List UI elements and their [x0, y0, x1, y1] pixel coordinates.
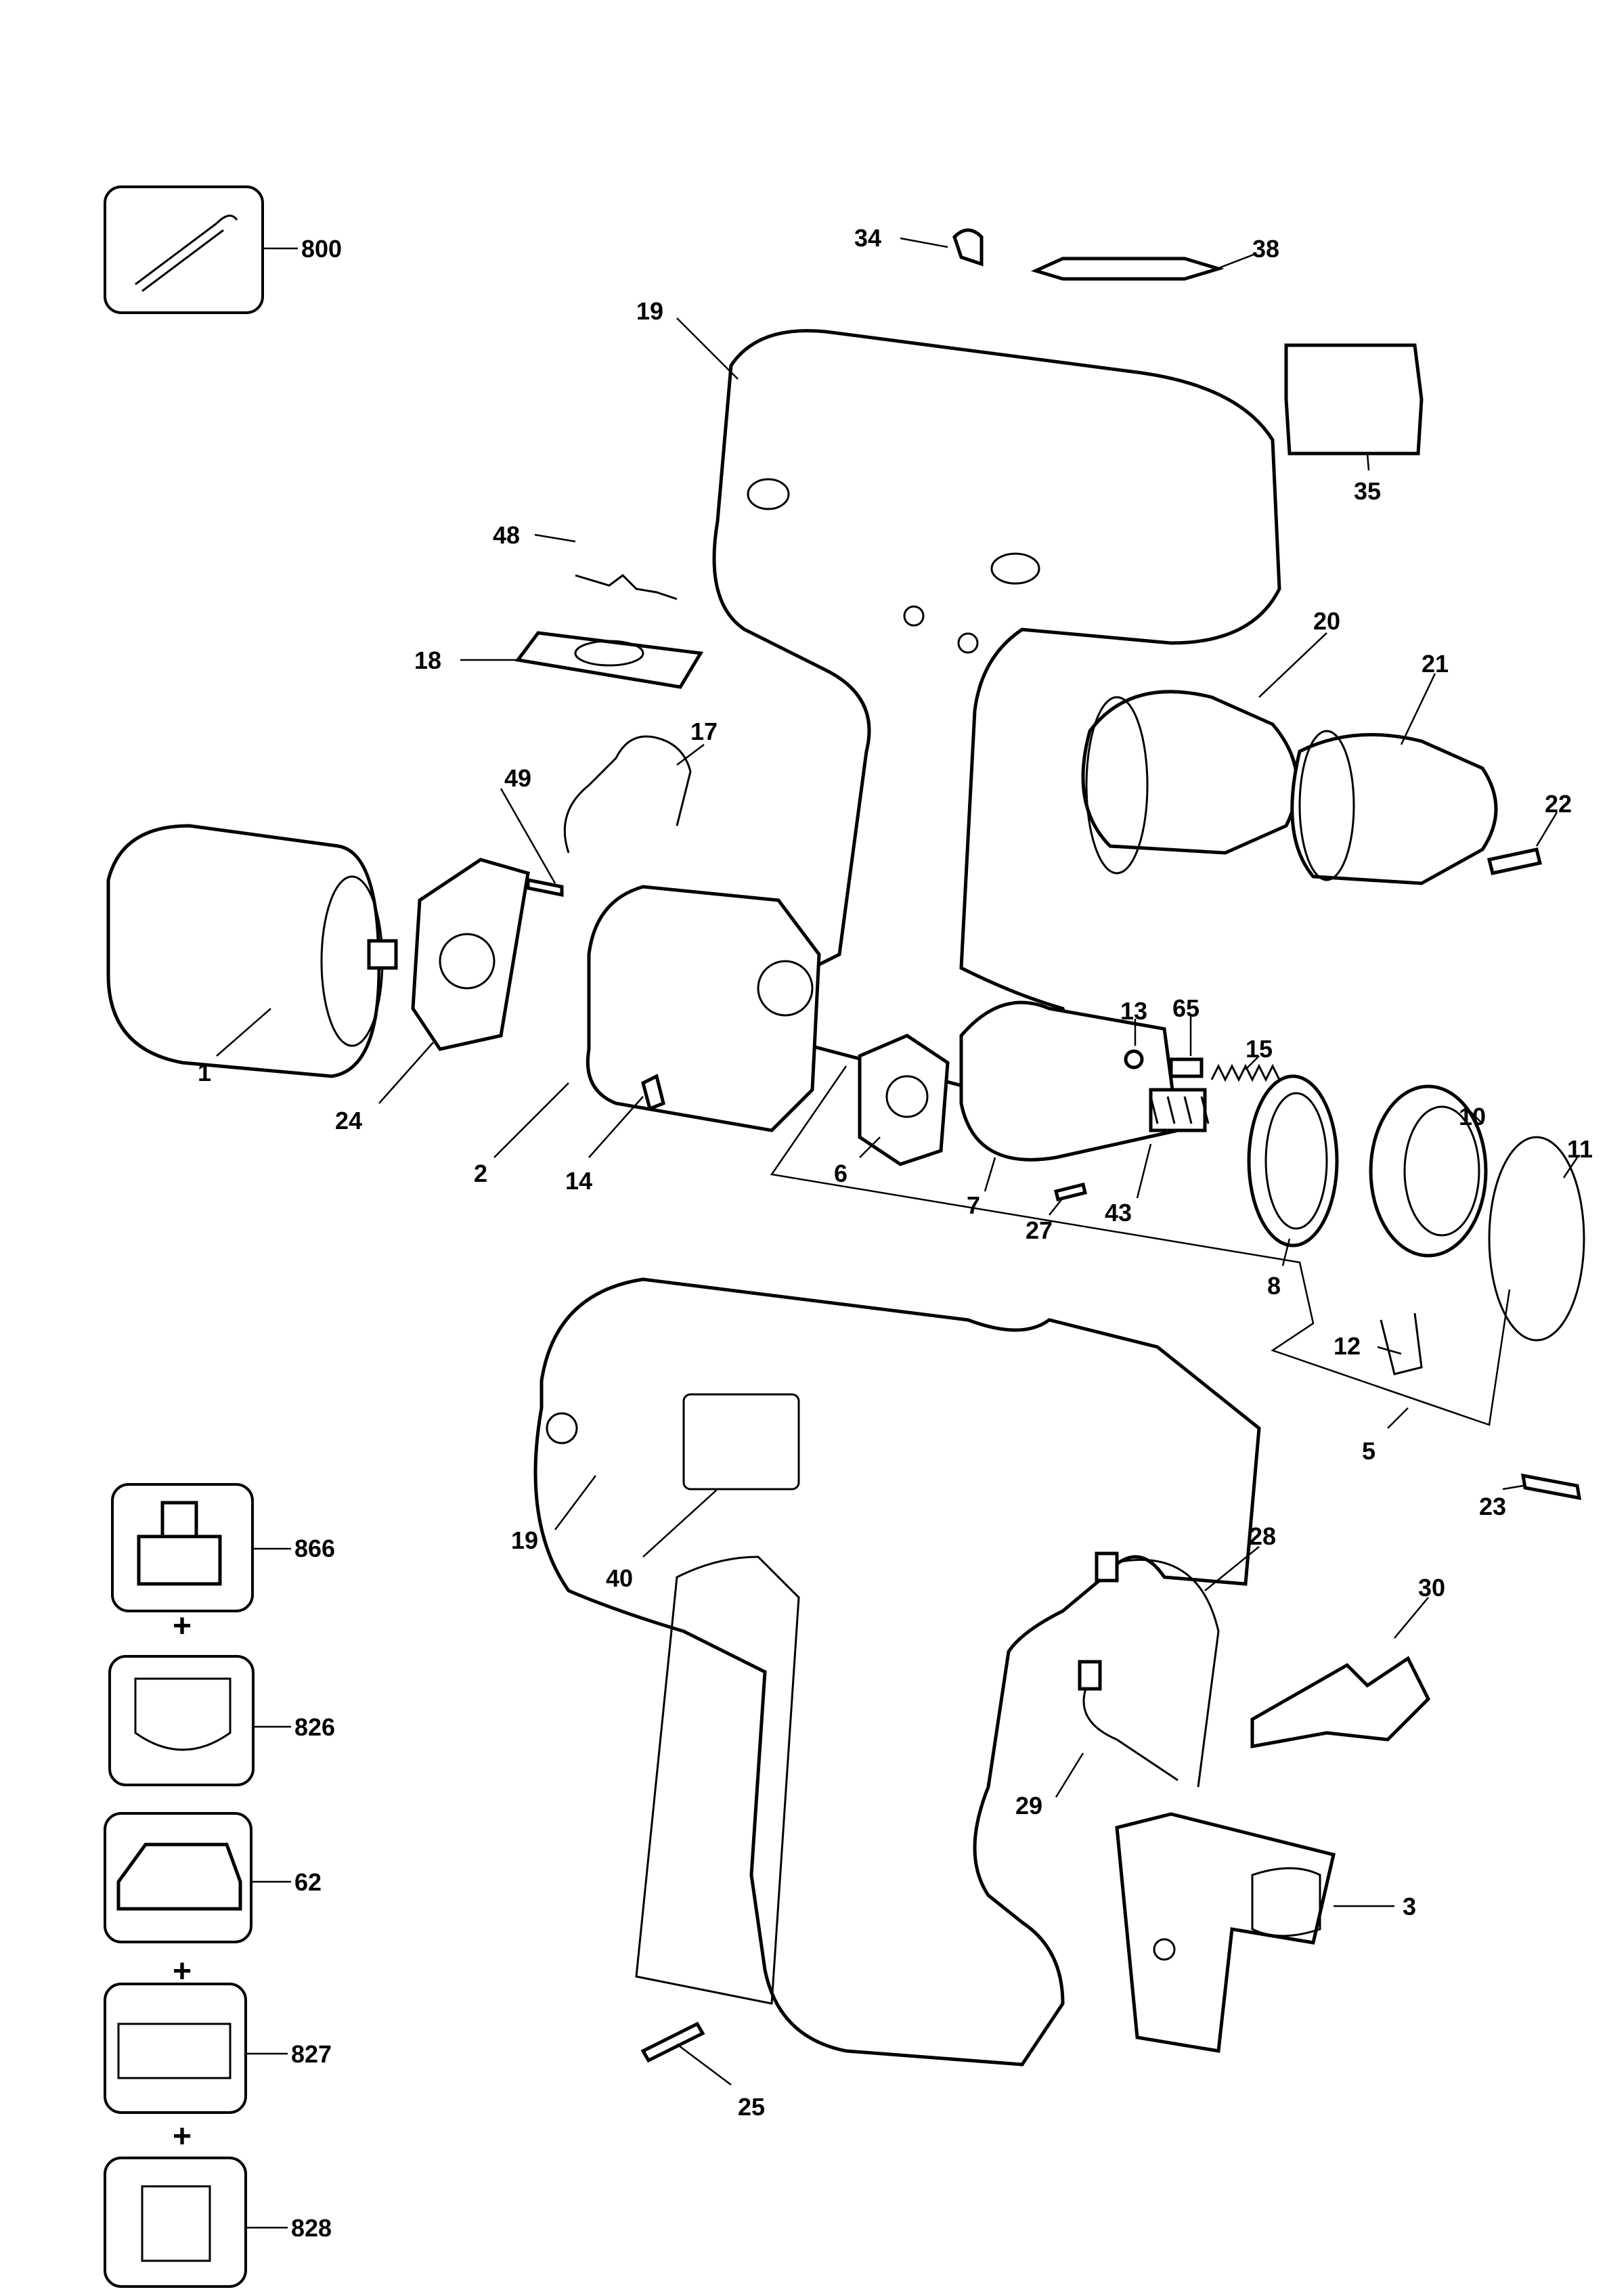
- accessory-828-box: 828: [104, 2157, 332, 2288]
- switch-3: [1115, 1812, 1336, 2053]
- screw-14: [641, 1074, 665, 1111]
- pin-65: [1169, 1057, 1204, 1078]
- callout-11: 11: [1567, 1135, 1593, 1163]
- forward-reverse-lever-30: [1250, 1656, 1431, 1748]
- callout-23: 23: [1479, 1493, 1506, 1520]
- collar-10: [1369, 1084, 1488, 1258]
- callout-5: 5: [1362, 1437, 1375, 1465]
- callout-13: 13: [1120, 997, 1147, 1025]
- callout-21: 21: [1422, 650, 1449, 678]
- callout-7: 7: [967, 1191, 980, 1219]
- battery-pack-icon: [137, 1501, 222, 1586]
- chuck-21: [1290, 732, 1498, 885]
- charger-icon: [116, 1842, 242, 1911]
- screw-27: [1053, 1182, 1088, 1202]
- callout-827: 827: [291, 2040, 332, 2068]
- warning-label-icon: [117, 2023, 232, 2079]
- wire-29-terminal: [1078, 1660, 1102, 1691]
- callout-49: 49: [504, 764, 531, 792]
- callout-30: 30: [1418, 1574, 1445, 1602]
- callout-14: 14: [565, 1167, 592, 1195]
- callout-2: 2: [474, 1160, 487, 1187]
- callout-34: 34: [854, 224, 881, 252]
- ring-11: [1488, 1136, 1585, 1342]
- callout-10: 10: [1459, 1103, 1486, 1130]
- clutch-housing-7: [959, 1000, 1180, 1162]
- spring-wire-12: [1380, 1312, 1423, 1375]
- motor-1: [106, 824, 398, 1078]
- callout-828: 828: [291, 2214, 332, 2242]
- spring-clip-17: [563, 735, 692, 854]
- callout-38: 38: [1252, 235, 1279, 263]
- wire-29: [1082, 1678, 1179, 1782]
- wire-28: [1109, 1558, 1220, 1788]
- callout-27: 27: [1026, 1216, 1053, 1244]
- callout-18: 18: [414, 646, 441, 674]
- callout-800: 800: [301, 235, 342, 263]
- callout-25: 25: [738, 2093, 765, 2121]
- callout-6: 6: [834, 1160, 847, 1187]
- screw-25: [640, 2021, 705, 2063]
- callout-8: 8: [1267, 1272, 1281, 1300]
- callout-15: 15: [1246, 1035, 1273, 1063]
- battery-label-icon: [134, 1677, 232, 1751]
- callout-19-lower: 19: [511, 1526, 538, 1554]
- motor-plate-24: [411, 858, 530, 1051]
- callout-35: 35: [1354, 477, 1381, 505]
- screw-22: [1487, 847, 1543, 875]
- callout-65: 65: [1172, 994, 1199, 1022]
- callout-12: 12: [1334, 1332, 1361, 1360]
- callout-22: 22: [1545, 790, 1572, 818]
- soldering-tool-icon: [135, 215, 238, 292]
- accessory-827-box: 827: [104, 1983, 332, 2114]
- callout-866: 866: [294, 1535, 335, 1562]
- screw-49: [526, 877, 564, 898]
- callout-24: 24: [335, 1107, 362, 1134]
- callout-826: 826: [294, 1713, 335, 1741]
- assembly-bracket-5: [770, 1065, 1511, 1426]
- collar-20: [1081, 690, 1299, 855]
- plus-sign: +: [173, 2119, 192, 2155]
- accessory-62-box: 62: [104, 1812, 322, 1943]
- callout-3: 3: [1403, 1893, 1416, 1920]
- spindle-43: [1149, 1088, 1207, 1132]
- housing-half-left: [712, 329, 1281, 1107]
- plus-sign: +: [173, 1608, 192, 1644]
- callout-19-upper: 19: [636, 297, 663, 325]
- bit-clip-34: [952, 228, 984, 267]
- spring-48: [575, 574, 678, 600]
- callout-17: 17: [690, 718, 718, 745]
- wire-28-terminal: [1095, 1551, 1119, 1583]
- screwdriver-bit-38: [1030, 257, 1225, 281]
- callout-28: 28: [1249, 1522, 1276, 1550]
- accessory-826-box: 826: [108, 1655, 335, 1786]
- ring-8: [1247, 1074, 1339, 1248]
- callout-40: 40: [606, 1564, 633, 1592]
- label-35: [1284, 343, 1424, 456]
- housing-half-right: [533, 1277, 1261, 2067]
- spring-15: [1210, 1063, 1281, 1082]
- callout-1: 1: [198, 1059, 211, 1086]
- gearbox-2: [586, 885, 821, 1132]
- callout-48: 48: [493, 521, 520, 549]
- accessory-800-box: 800: [104, 185, 342, 314]
- gear-6: [858, 1034, 950, 1166]
- callout-29: 29: [1015, 1792, 1042, 1819]
- callout-20: 20: [1313, 607, 1340, 635]
- accessory-866-box: 866: [111, 1483, 335, 1612]
- ball-13: [1124, 1049, 1144, 1069]
- screw-23: [1520, 1473, 1582, 1501]
- nameplate-icon: [141, 2185, 211, 2262]
- callout-43: 43: [1105, 1199, 1132, 1227]
- callout-62: 62: [294, 1868, 322, 1896]
- switch-plate-18: [514, 631, 704, 689]
